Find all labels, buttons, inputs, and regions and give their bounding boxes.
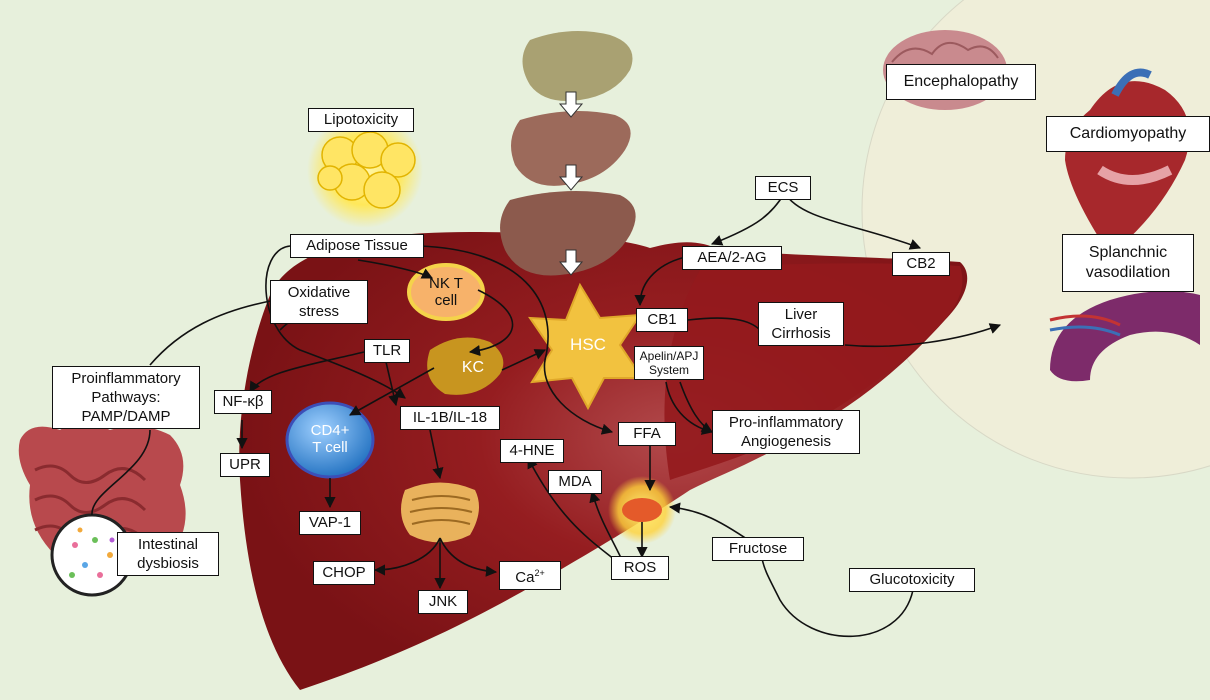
label-vap1: VAP-1 [299,511,361,535]
label-jnk: JNK [418,590,468,614]
ca-text: Ca [515,569,534,586]
label-ffa: FFA [618,422,676,446]
nkt-cell-label: NK T cell [416,275,476,309]
label-adipose-tissue: Adipose Tissue [290,234,424,258]
endoplasmic-reticulum-illustration [401,483,479,543]
label-intestinal-dysbiosis: Intestinal dysbiosis [117,532,219,576]
label-upr: UPR [220,453,270,477]
label-cb2: CB2 [892,252,950,276]
label-lipotoxicity: Lipotoxicity [308,108,414,132]
cd4-cell-label: CD4+ T cell [300,422,360,456]
label-chop: CHOP [313,561,375,585]
label-ca: Ca2+ [499,561,561,590]
label-proinflammatory-pathways: Proinflammatory Pathways: PAMP/DAMP [52,366,200,429]
label-splanchnic-vasodilation: Splanchnic vasodilation [1062,234,1194,292]
label-4-hne: 4-HNE [500,439,564,463]
label-aea-2ag: AEA/2-AG [682,246,782,270]
label-mda: MDA [548,470,602,494]
label-il1b-il18: IL-1B/IL-18 [400,406,500,430]
label-tlr: TLR [364,339,410,363]
label-cb1: CB1 [636,308,688,332]
label-fructose: Fructose [712,537,804,561]
label-ros: ROS [611,556,669,580]
mitochondrion-shape [622,498,662,522]
label-liver-cirrhosis: Liver Cirrhosis [758,302,844,346]
label-cardiomyopathy: Cardiomyopathy [1046,116,1210,152]
label-apelin-apj: Apelin/APJ System [634,346,704,380]
label-ecs: ECS [755,176,811,200]
label-pro-inflammatory-angiogenesis: Pro-inflammatory Angiogenesis [712,410,860,454]
label-nf-kb: NF-κβ [214,390,272,414]
kc-cell-label: KC [448,359,498,376]
ca-superscript: 2+ [534,568,544,578]
label-oxidative-stress: Oxidative stress [270,280,368,324]
label-glucotoxicity: Glucotoxicity [849,568,975,592]
label-encephalopathy: Encephalopathy [886,64,1036,100]
hsc-cell-label: HSC [563,336,613,353]
